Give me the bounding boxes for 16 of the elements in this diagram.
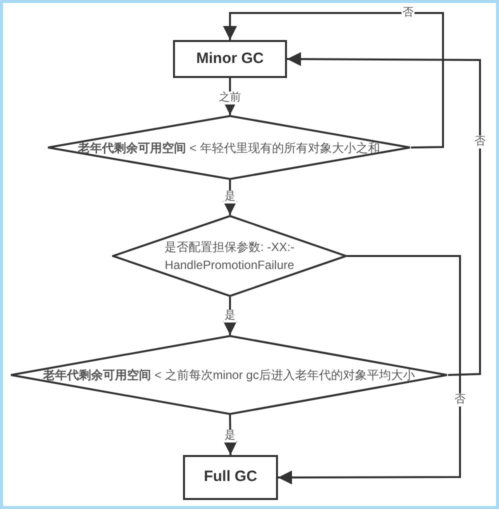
edge-label: 是 [224,430,236,442]
decision-text: 是否配置担保参数: -XX:-HandlePromotionFailure [163,239,296,274]
decision-text: 老年代剩余可用空间 < 年轻代里现有的所有对象大小之和 [78,140,380,156]
edge-label: 否 [454,394,466,406]
decision-text: 老年代剩余可用空间 < 之前每次minor gc后进入老年代的对象平均大小 [43,367,415,384]
edge-label: 否 [402,6,414,20]
edge-label: 之前 [218,92,242,104]
process-box: Minor GC [173,40,287,78]
edge-label: 否 [474,136,486,148]
arrow [278,255,461,484]
edge-label: 是 [224,190,236,204]
arrow [287,52,481,376]
process-box: Full GC [183,455,278,500]
arrow [223,12,444,148]
arrow [223,78,237,115]
edge-label: 是 [224,310,236,322]
